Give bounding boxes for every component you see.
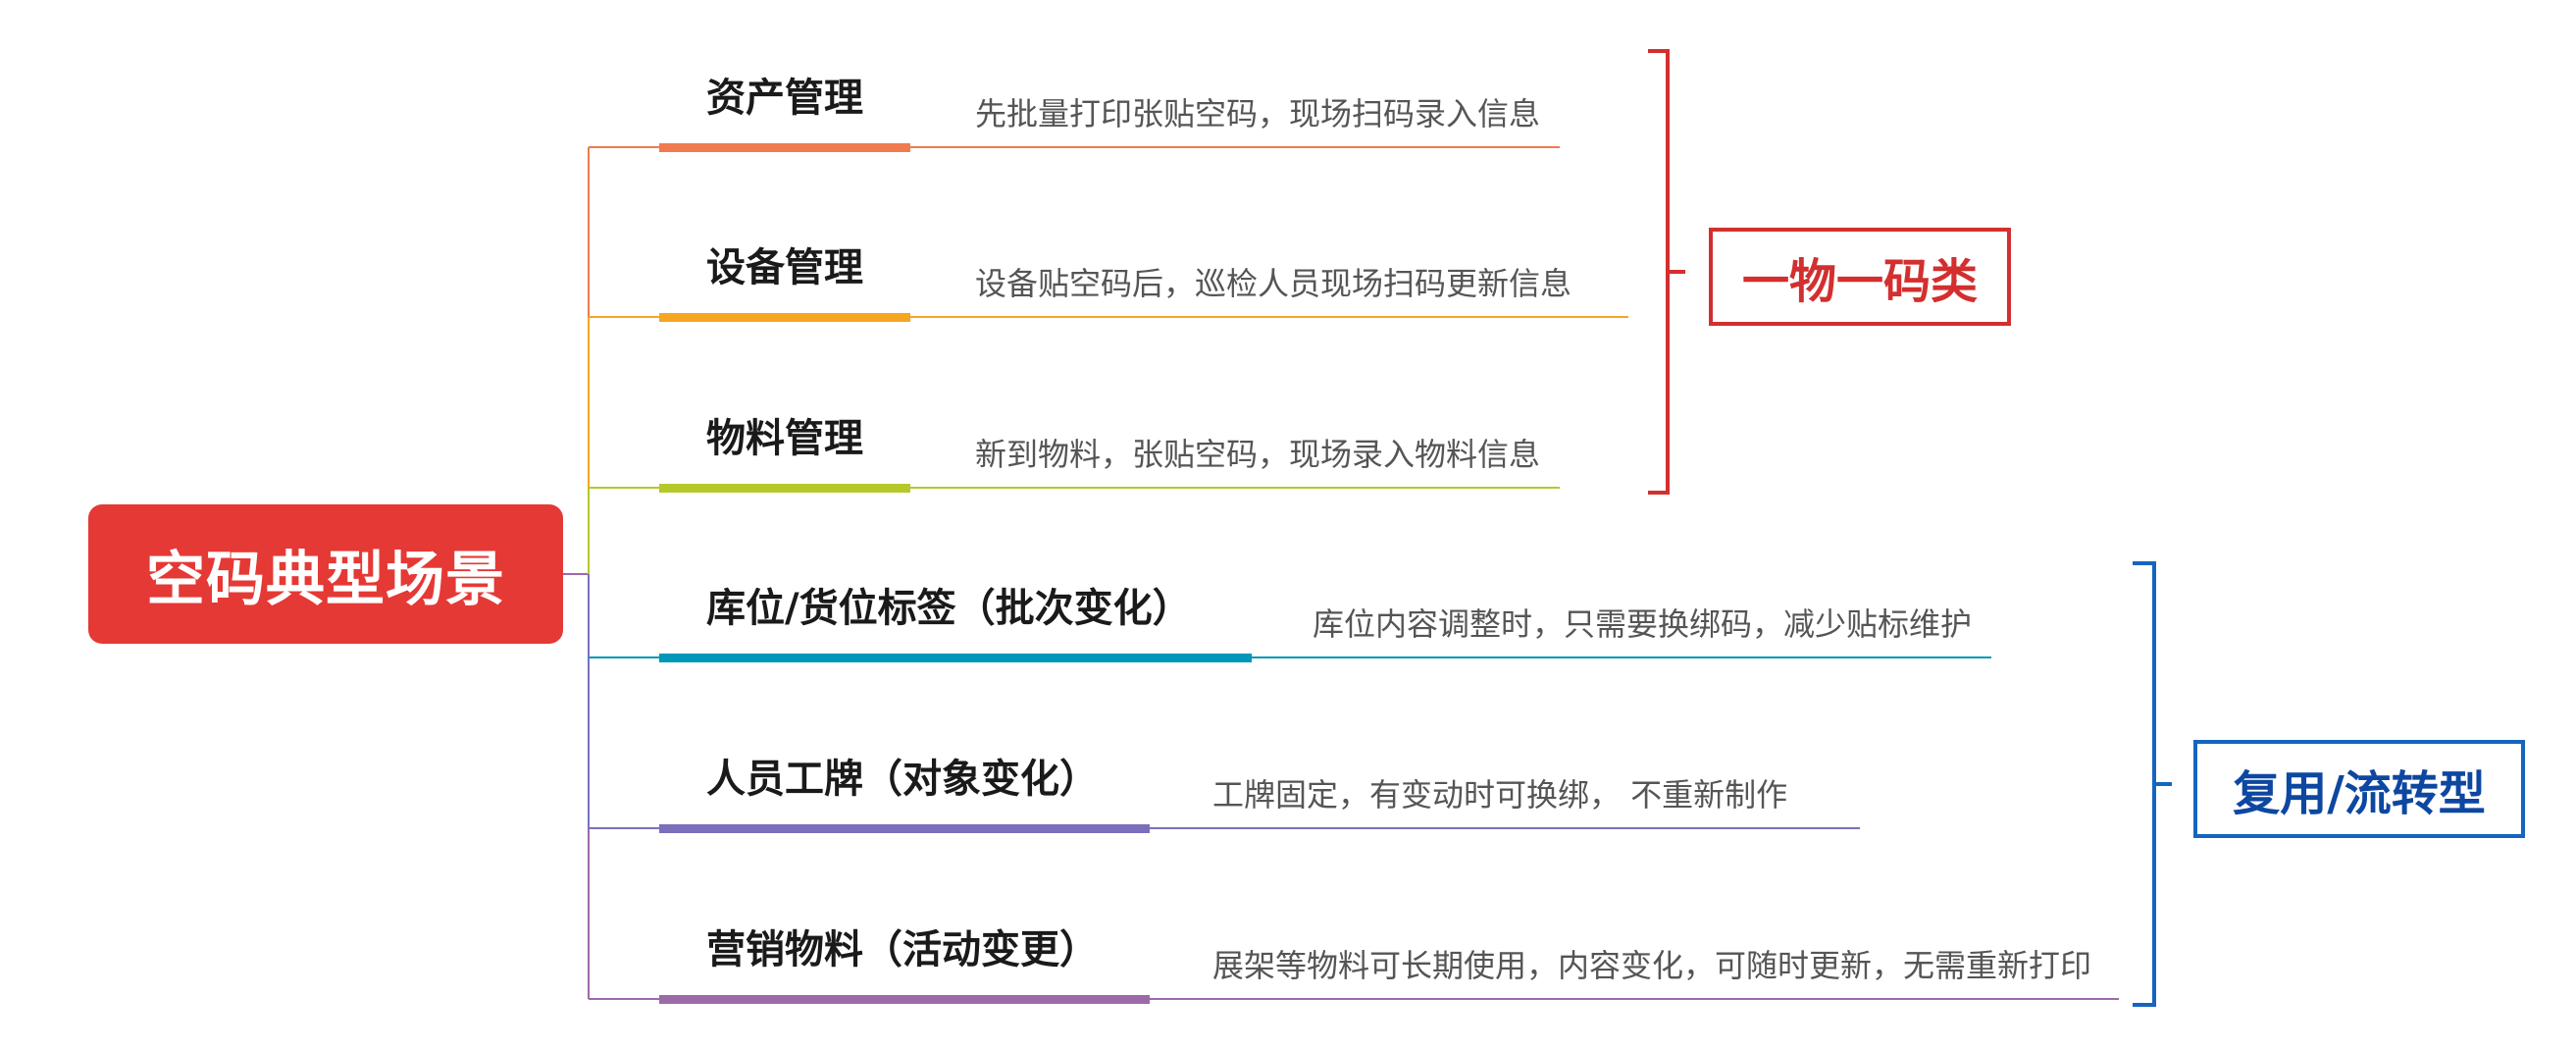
branch-title-asset: 资产管理 <box>706 76 863 121</box>
branch-underline-5 <box>659 824 1150 833</box>
branch-underline-4 <box>659 654 1252 662</box>
branch-title-marketing: 营销物料（活动变更） <box>706 927 1099 972</box>
branch-desc-asset: 先批量打印张贴空码，现场扫码录入信息 <box>975 95 1541 132</box>
branch-desc-location-label: 库位内容调整时，只需要换绑码，减少贴标维护 <box>1313 605 1973 643</box>
branch-desc-marketing: 展架等物料可长期使用，内容变化，可随时更新，无需重新打印 <box>1212 947 2092 984</box>
branch-title-equipment: 设备管理 <box>706 245 863 290</box>
branch-title-material: 物料管理 <box>706 416 863 461</box>
branch-title-staff-badge: 人员工牌（对象变化） <box>706 757 1099 802</box>
branch-underline-3 <box>659 484 910 493</box>
branch-underline-6 <box>659 995 1150 1004</box>
branch-desc-equipment: 设备贴空码后，巡检人员现场扫码更新信息 <box>975 265 1572 302</box>
bracket-red <box>1648 49 1685 495</box>
branch-underline-2 <box>659 313 910 322</box>
bracket-blue <box>2133 561 2172 1007</box>
branch-desc-material: 新到物料，张贴空码，现场录入物料信息 <box>975 436 1541 473</box>
root-node: 空码典型场景 <box>88 504 563 644</box>
branch-desc-staff-badge: 工牌固定，有变动时可换绑， 不重新制作 <box>1212 776 1788 814</box>
category-one-item-one-code: 一物一码类 <box>1709 228 2011 326</box>
branch-underline-1 <box>659 143 910 152</box>
category-reuse-circulation: 复用/流转型 <box>2193 740 2525 838</box>
branch-title-location-label: 库位/货位标签（批次变化） <box>706 586 1192 631</box>
